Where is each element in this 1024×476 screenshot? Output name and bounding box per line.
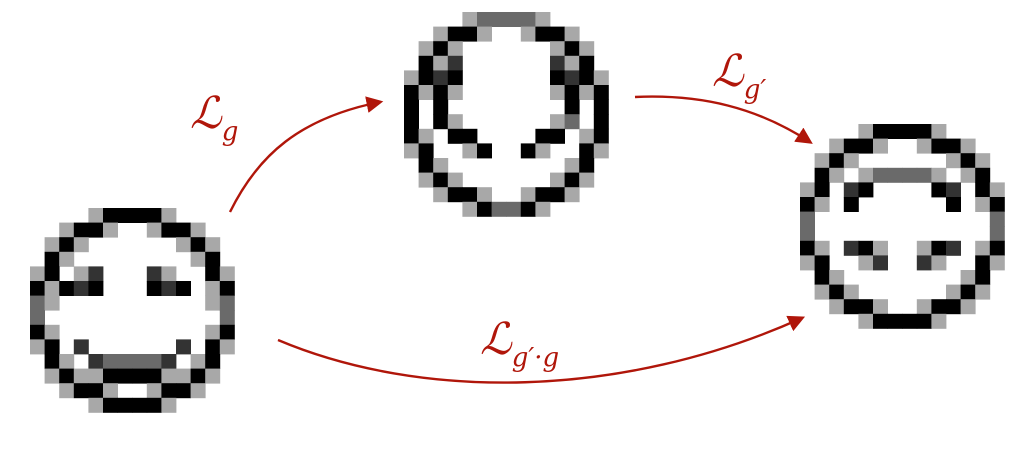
arrow-g-prime-g xyxy=(277,315,806,384)
label-l-g: ℒg xyxy=(190,88,238,147)
label-l-g-prime: ℒg′ xyxy=(712,46,766,105)
pixel-smiley-face-icon xyxy=(30,208,235,413)
pixel-face-flipped-icon xyxy=(800,124,1005,329)
pixel-face-rotated-icon xyxy=(404,12,609,217)
arrow-g-prime xyxy=(634,95,813,144)
arrow-g xyxy=(228,96,384,213)
label-l-g-prime-g: ℒg′·g xyxy=(480,314,559,373)
